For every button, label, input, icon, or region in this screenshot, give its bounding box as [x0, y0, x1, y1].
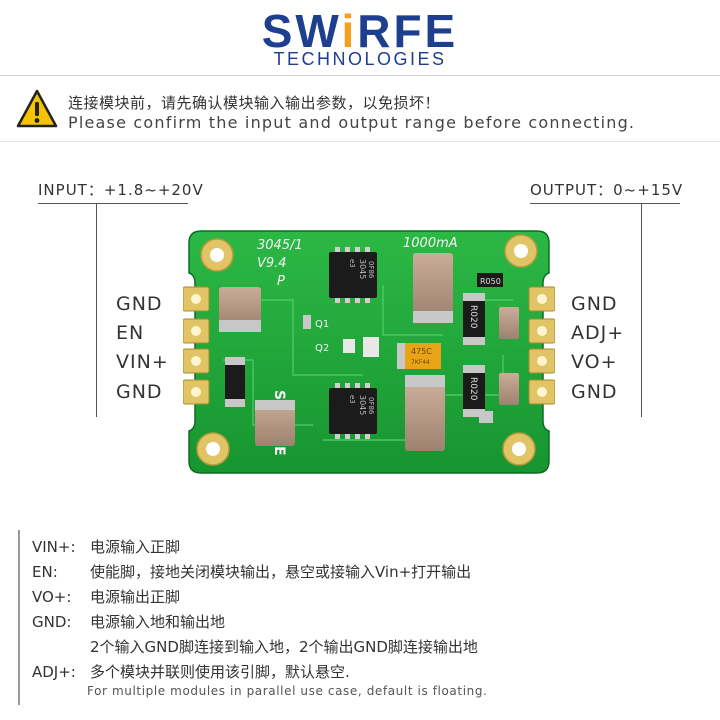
- pin-left-gnd-1: GND: [116, 293, 163, 315]
- pin-pads-left: [183, 286, 210, 405]
- chip1-label-2: e3: [348, 259, 356, 268]
- pin-pads-right: [528, 286, 555, 405]
- legend-value: 电源输入正脚: [90, 538, 181, 556]
- legend-key: VIN+:: [32, 538, 76, 556]
- chip2-label-2: e3: [348, 395, 356, 404]
- silk-part-number: 3045/1: [257, 238, 303, 253]
- current-sense-resistor-2: R020: [463, 365, 485, 417]
- brand-logo: SWiRFE: [0, 6, 720, 56]
- legend-row-vin: VIN+: 电源输入正脚: [32, 537, 692, 557]
- input-leader-h: [38, 203, 188, 204]
- legend-key: ADJ+:: [32, 663, 76, 681]
- legend-row-gnd: GND: 电源输入地和输出地: [32, 612, 692, 632]
- header-divider: [0, 75, 720, 76]
- chip2-label-3: 0F86: [367, 397, 375, 415]
- res1-label: R020: [468, 305, 478, 329]
- legend-value: 2个输入GND脚连接到输入地，2个输出GND脚连接输出地: [90, 638, 478, 656]
- legend-value: 使能脚，接地关闭模块输出，悬空或接输入Vin+打开输出: [90, 563, 472, 581]
- logo-text-accent: i: [341, 5, 358, 57]
- silk-q1: Q1: [315, 319, 329, 330]
- logo-text-post: RFE: [357, 5, 459, 57]
- chip1-label-1: 3045: [358, 259, 367, 279]
- legend-value: 电源输出正脚: [90, 588, 181, 606]
- mounting-holes: [196, 234, 538, 466]
- output-leader-h: [530, 203, 680, 204]
- warning-triangle-icon: [16, 89, 58, 128]
- tantalum-capacitor: 475C 7KF44: [397, 343, 441, 369]
- legend-key: VO+:: [32, 588, 72, 606]
- silk-q2: Q2: [315, 343, 329, 354]
- pin-right-gnd-2: GND: [571, 381, 618, 403]
- input-leader-v: [96, 203, 97, 417]
- legend-key: GND:: [32, 613, 72, 631]
- pin-left-vin: VIN+: [116, 351, 169, 373]
- warning-text-en: Please confirm the input and output rang…: [68, 113, 636, 132]
- warning-divider: [0, 141, 720, 142]
- pin-left-en: EN: [116, 322, 145, 344]
- chip1-label-3: 0F86: [367, 261, 375, 279]
- legend-row-adj: ADJ+: 多个模块并联则使用该引脚，默认悬空.: [32, 662, 692, 682]
- silk-version: V9.4: [257, 256, 287, 271]
- brand-subtitle: TECHNOLOGIES: [273, 49, 447, 69]
- legend-row-gnd-detail: 2个输入GND脚连接到输入地，2个输出GND脚连接输出地: [32, 637, 692, 657]
- tantalum-label-2: 7KF44: [411, 359, 430, 366]
- legend-value: 电源输入地和输出地: [90, 613, 226, 631]
- current-sense-resistor-1: R020: [463, 293, 485, 345]
- silk-current: 1000mA: [403, 236, 458, 251]
- res-top-label: R050: [480, 277, 501, 286]
- output-range-label: OUTPUT：0~+15V: [530, 181, 684, 199]
- pin-right-vo: VO+: [571, 351, 618, 373]
- silk-p: P: [277, 274, 285, 289]
- legend-value: 多个模块并联则使用该引脚，默认悬空.: [90, 663, 350, 681]
- ceramic-capacitors: [219, 253, 453, 451]
- logo-text-pre: SW: [261, 5, 342, 57]
- legend-row-vo: VO+: 电源输出正脚: [32, 587, 692, 607]
- pcb-module-image: 3045/1 V9.4 P 1000mA SWIRFE Q1 Q2 3045 e…: [183, 230, 555, 474]
- legend-row-en: EN: 使能脚，接地关闭模块输出，悬空或接输入Vin+打开输出: [32, 562, 692, 582]
- pin-left-gnd-2: GND: [116, 381, 163, 403]
- tantalum-label-1: 475C: [411, 347, 432, 356]
- legend-note-en: For multiple modules in parallel use cas…: [87, 684, 488, 698]
- res2-label: R020: [468, 377, 478, 401]
- legend-key: EN:: [32, 563, 58, 581]
- legend-side-bar: [18, 530, 20, 705]
- chip2-label-1: 3045: [358, 395, 367, 415]
- warning-text-zh: 连接模块前，请先确认模块输入输出参数，以免损坏！: [68, 94, 441, 112]
- ic-chip-bottom: 3045 e3 0F86: [329, 383, 377, 439]
- pin-right-gnd-1: GND: [571, 293, 618, 315]
- small-caps-right: [499, 307, 519, 405]
- pin-right-adj: ADJ+: [571, 322, 625, 344]
- input-range-label: INPUT：+1.8~+20V: [38, 181, 204, 199]
- ic-chip-top: 3045 e3 0F86: [329, 247, 377, 303]
- output-leader-v: [641, 203, 642, 417]
- resistor-top: R050: [477, 273, 503, 287]
